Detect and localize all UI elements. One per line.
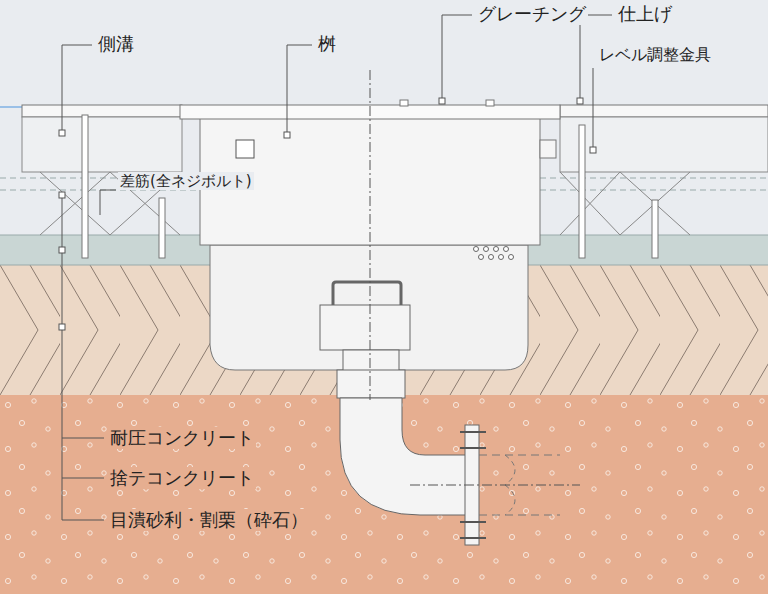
part-label: 仕上げ [616, 3, 674, 25]
part-label: 耐圧コンクリート [108, 427, 256, 449]
part-label: 捨テコンクリート [108, 467, 256, 489]
part-label: 側溝 [96, 33, 136, 55]
part-label: レベル調整金具 [597, 45, 713, 64]
part-label: 目潰砂利・割栗（砕石） [108, 509, 310, 531]
part-label: グレーチング [476, 3, 588, 25]
part-label: 差筋(全ネジボルト) [118, 172, 254, 190]
part-label: 桝 [316, 33, 338, 55]
